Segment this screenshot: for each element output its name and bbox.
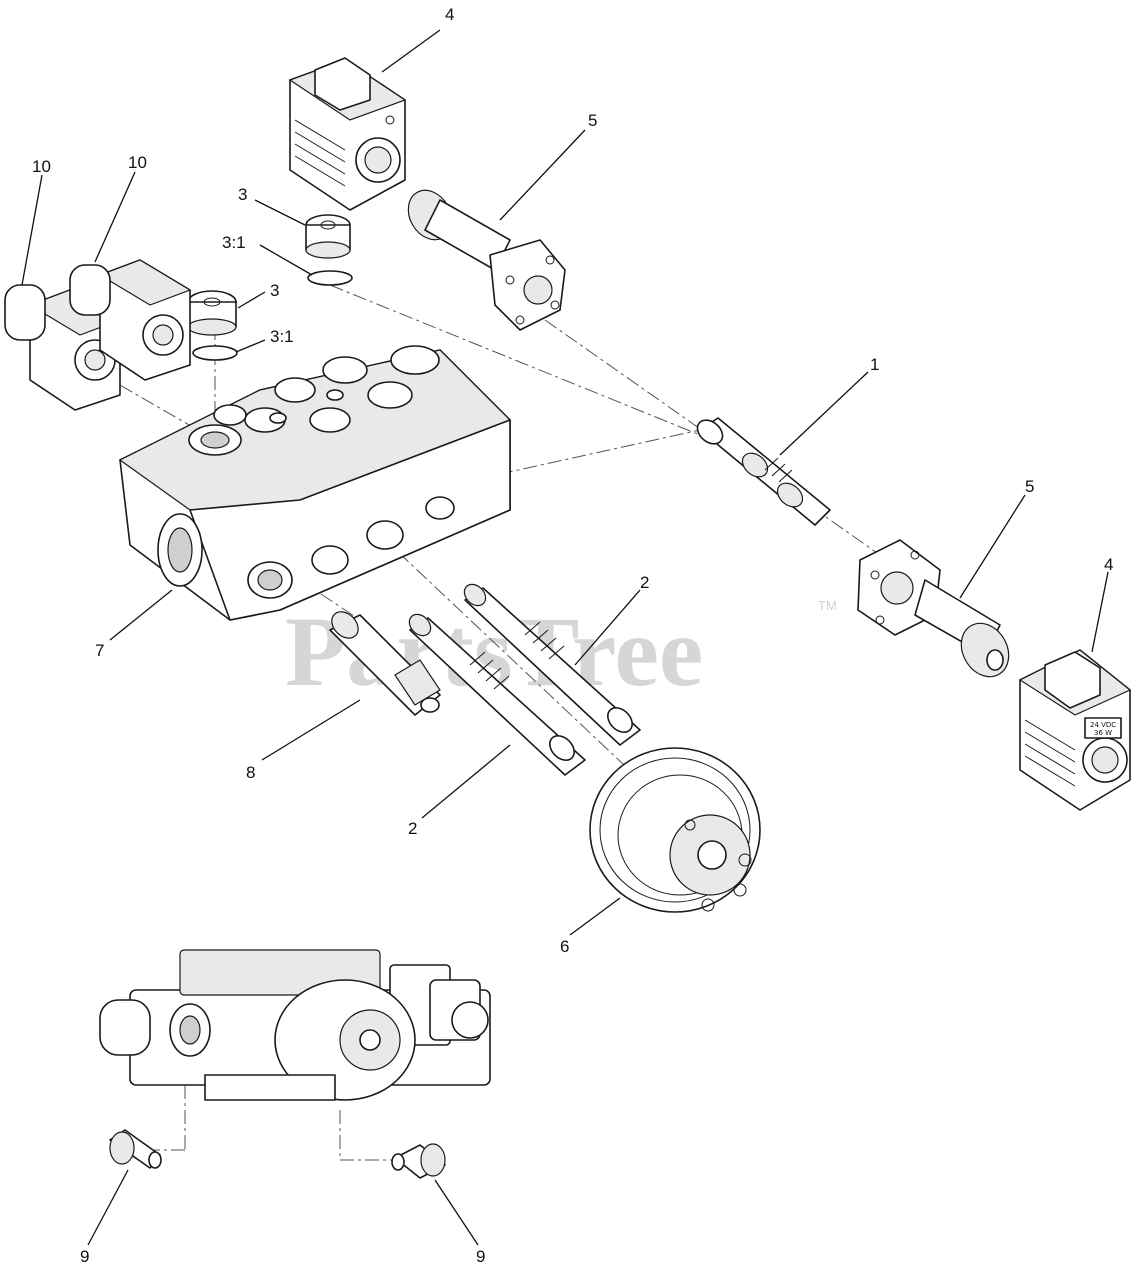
solenoid-tube-top [407,189,566,331]
callout-3-1-lower: 3:1 [270,327,294,346]
watermark-trademark: TM [818,598,837,613]
coil-rating-plate [1084,717,1122,739]
spool [696,417,831,526]
control-spool-a [408,613,586,776]
callout-2-lower: 2 [408,819,417,838]
callout-7: 7 [95,641,104,660]
coil-rating-wattage: 36 W [1094,729,1112,737]
callout-10-right: 10 [128,153,147,172]
valve-body-spool-bores [247,496,455,599]
joystick-boot [589,747,761,913]
plug-upper [305,214,351,259]
control-spool-b [463,583,641,746]
solenoid-coil-left-b [69,259,192,381]
coil-rating-voltage: 24 VDC [1090,721,1116,729]
assembled-valve-view [99,949,491,1101]
solenoid-coil-left-a [4,284,122,411]
o-ring-upper [307,270,353,286]
plug-lower [187,290,237,336]
valve-body [118,345,512,621]
callout-labels: 4 5 10 10 3 3:1 3 3:1 1 5 4 7 2 8 2 6 9 … [32,5,1113,1266]
fitting-plug-left [109,1129,162,1169]
callout-3-1-upper: 3:1 [222,233,246,252]
callout-5-top: 5 [588,111,597,130]
solenoid-coil-right: 24 VDC 36 W [1018,649,1132,811]
callout-4-right: 4 [1104,555,1113,574]
callout-4-top: 4 [445,5,454,24]
callout-5-right: 5 [1025,477,1034,496]
callout-8: 8 [246,763,255,782]
solenoid-coil-top [288,57,407,211]
callout-leaders [21,29,1109,1246]
solenoid-tube-right [857,539,1010,678]
callout-2-upper: 2 [640,573,649,592]
callout-3-lower: 3 [270,281,279,300]
callout-9-left: 9 [80,1247,89,1266]
o-ring-lower [192,345,238,361]
fitting-plug-right [391,1143,446,1179]
valve-body-ports [188,345,440,456]
callout-1: 1 [870,355,879,374]
callout-9-right: 9 [476,1247,485,1266]
callout-3-upper: 3 [238,185,247,204]
relief-valve-cartridge [329,611,441,716]
callout-10-left: 10 [32,157,51,176]
callout-6: 6 [560,937,569,956]
